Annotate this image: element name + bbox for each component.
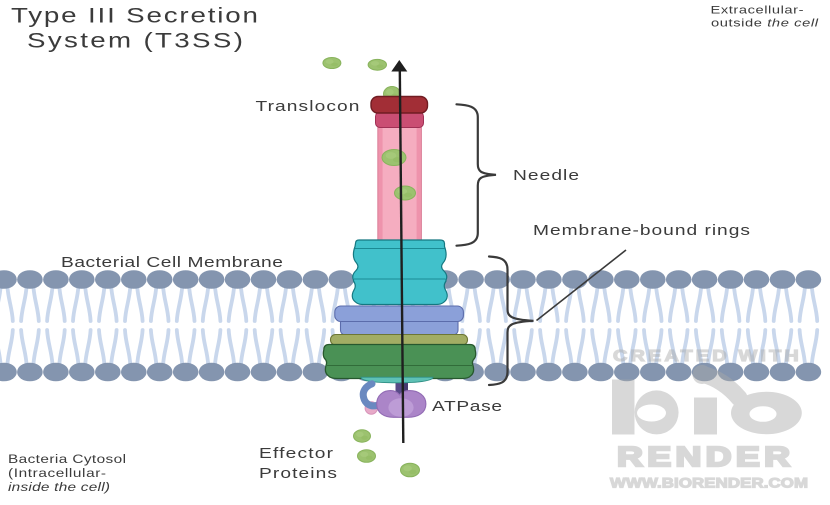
svg-text:Bacteria Cytosol: Bacteria Cytosol — [8, 452, 126, 465]
svg-text:WWW.BIORENDER.COM: WWW.BIORENDER.COM — [610, 476, 808, 491]
svg-text:(Intracellular-: (Intracellular- — [8, 467, 106, 480]
svg-text:CREATED WITH: CREATED WITH — [613, 347, 799, 364]
svg-text:Proteins: Proteins — [259, 464, 337, 481]
svg-text:Needle: Needle — [513, 166, 579, 183]
svg-text:ATPase: ATPase — [432, 397, 502, 414]
svg-text:System (T3SS): System (T3SS) — [27, 29, 243, 52]
svg-text:inside the cell): inside the cell) — [8, 481, 110, 494]
svg-text:Bacterial Cell Membrane: Bacterial Cell Membrane — [61, 253, 283, 270]
svg-text:Effector: Effector — [259, 444, 333, 461]
svg-text:outside the cell: outside the cell — [711, 16, 819, 29]
svg-text:Type III Secretion: Type III Secretion — [11, 4, 258, 27]
svg-text:Translocon: Translocon — [256, 97, 360, 114]
svg-text:Membrane-bound rings: Membrane-bound rings — [533, 221, 750, 238]
svg-text:Extracellular-: Extracellular- — [711, 3, 804, 16]
